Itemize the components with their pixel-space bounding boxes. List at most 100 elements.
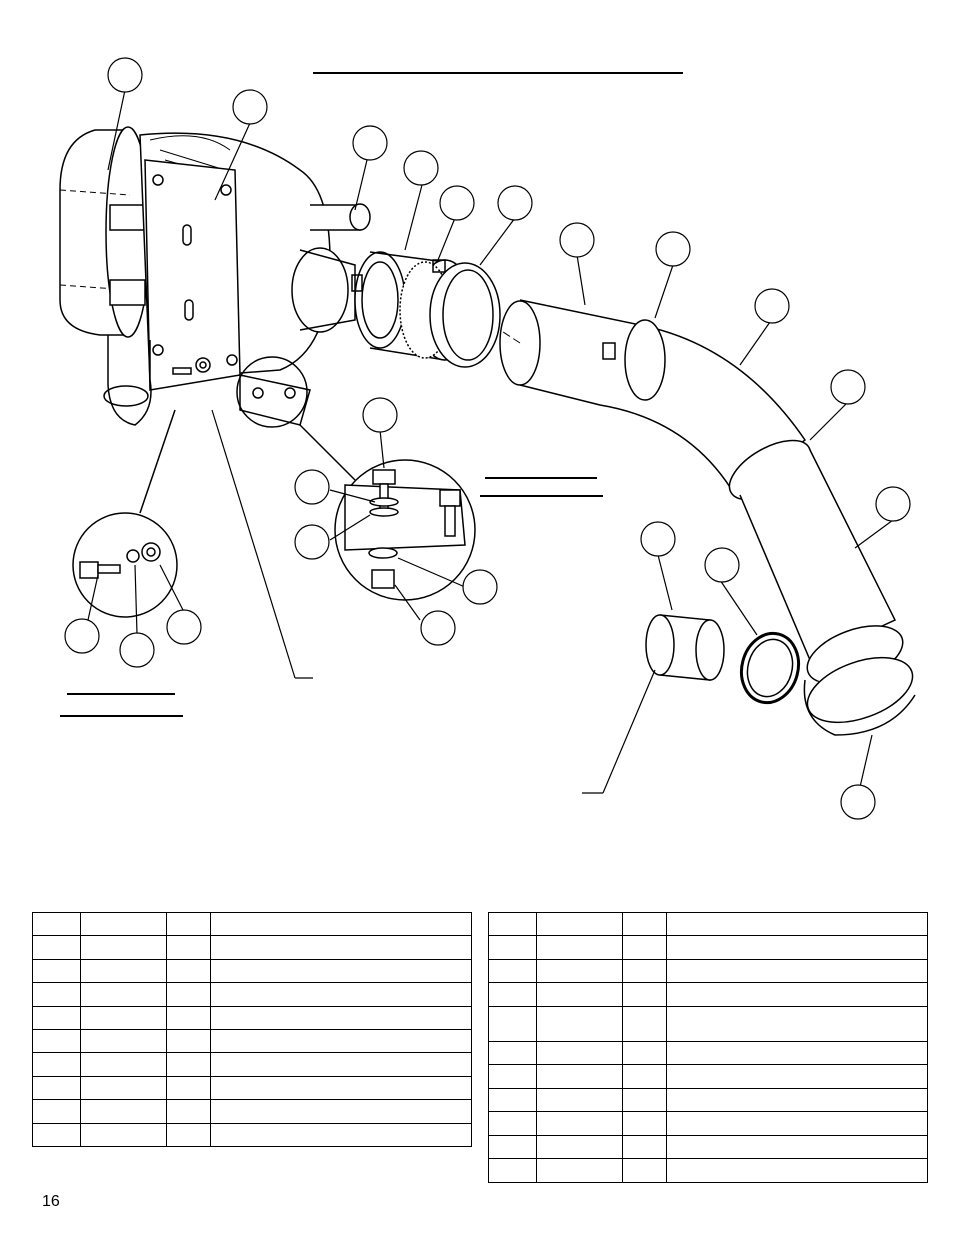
table-row	[32, 982, 472, 1007]
sleeve-and-clamp	[645, 614, 801, 705]
table-cell	[488, 982, 537, 1007]
page-number: 16	[42, 1193, 60, 1210]
callout-bubble	[352, 125, 388, 161]
leader-lines	[87, 89, 894, 794]
table-row	[32, 1052, 472, 1077]
table-cell	[622, 1088, 667, 1112]
table-cell	[210, 1123, 472, 1147]
table-cell	[166, 1076, 211, 1100]
table-cell	[622, 1006, 667, 1042]
callout-bubble	[704, 547, 740, 583]
table-cell	[488, 959, 537, 983]
parts-table-right	[488, 912, 928, 1183]
table-cell	[488, 1041, 537, 1065]
table-cell	[536, 1088, 623, 1112]
blank-label-lines	[60, 477, 603, 717]
table-cell	[210, 982, 472, 1007]
table-cell	[80, 1099, 167, 1124]
table-cell	[32, 912, 81, 936]
table-cell	[166, 1029, 211, 1053]
table-cell	[32, 1029, 81, 1053]
table-cell	[80, 935, 167, 960]
callout-bubble	[655, 231, 691, 267]
air-cleaner-assembly	[59, 126, 371, 428]
callout-bubble	[439, 185, 475, 221]
callout-bubble	[403, 150, 439, 186]
table-cell	[666, 982, 928, 1007]
table-cell	[666, 935, 928, 960]
table-cell	[666, 959, 928, 983]
callout-bubble	[754, 288, 790, 324]
table-cell	[622, 1135, 667, 1159]
table-cell	[666, 1064, 928, 1089]
table-cell	[488, 1158, 537, 1183]
callout-bubble	[875, 486, 911, 522]
table-cell	[536, 959, 623, 983]
table-cell	[622, 1158, 667, 1183]
table-cell	[166, 1006, 211, 1030]
table-cell	[166, 982, 211, 1007]
callout-bubble	[362, 397, 398, 433]
table-cell	[166, 935, 211, 960]
table-cell	[666, 1158, 928, 1183]
parts-table-left	[32, 912, 472, 1147]
table-cell	[536, 982, 623, 1007]
table-row	[32, 935, 472, 960]
table-cell	[210, 1099, 472, 1124]
table-row	[488, 959, 928, 983]
table-cell	[166, 959, 211, 983]
table-cell	[536, 1041, 623, 1065]
table-cell	[488, 935, 537, 960]
table-cell	[166, 1099, 211, 1124]
table-cell	[666, 1041, 928, 1065]
table-cell	[622, 1064, 667, 1089]
callout-bubble	[107, 57, 143, 93]
table-cell	[210, 1006, 472, 1030]
table-cell	[80, 959, 167, 983]
table-cell	[666, 1135, 928, 1159]
callout-bubble	[420, 610, 456, 646]
callout-bubble	[294, 469, 330, 505]
table-cell	[622, 959, 667, 983]
callout-bubble	[840, 784, 876, 820]
table-row	[488, 1135, 928, 1159]
hardware-detail-circle	[299, 424, 476, 601]
callout-bubble	[462, 569, 498, 605]
table-cell	[488, 912, 537, 936]
table-cell	[166, 1052, 211, 1077]
table-row	[488, 1041, 928, 1065]
table-row	[32, 959, 472, 983]
callout-bubble	[640, 521, 676, 557]
table-cell	[80, 1123, 167, 1147]
table-cell	[666, 1006, 928, 1042]
table-cell	[80, 912, 167, 936]
table-cell	[536, 1006, 623, 1042]
callout-bubble	[559, 222, 595, 258]
table-cell	[32, 959, 81, 983]
table-cell	[210, 935, 472, 960]
table-cell	[488, 1111, 537, 1136]
table-cell	[32, 1076, 81, 1100]
elbow-tube	[499, 299, 812, 501]
table-cell	[80, 1029, 167, 1053]
table-row	[488, 1158, 928, 1183]
table-cell	[666, 912, 928, 936]
table-cell	[210, 1052, 472, 1077]
table-cell	[488, 1088, 537, 1112]
table-cell	[32, 1123, 81, 1147]
callout-bubble	[294, 524, 330, 560]
table-cell	[622, 982, 667, 1007]
table-cell	[32, 982, 81, 1007]
table-cell	[166, 1123, 211, 1147]
table-cell	[80, 982, 167, 1007]
table-row	[488, 912, 928, 936]
table-cell	[488, 1135, 537, 1159]
straight-tube	[739, 449, 916, 736]
table-row	[32, 1006, 472, 1030]
table-cell	[622, 1041, 667, 1065]
table-row	[32, 1123, 472, 1147]
table-cell	[210, 959, 472, 983]
table-cell	[536, 1064, 623, 1089]
callout-bubble	[119, 632, 155, 668]
table-cell	[536, 912, 623, 936]
